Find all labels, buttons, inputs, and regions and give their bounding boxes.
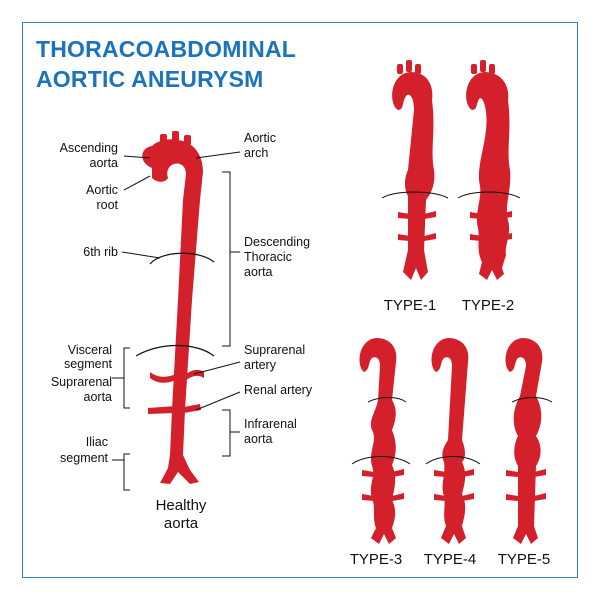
label-descending-3: aorta [244, 265, 273, 279]
label-suprarenal-artery-1: Suprarenal [244, 343, 305, 357]
type-2-label: TYPE-2 [462, 297, 515, 314]
type-labels-bottom: TYPE-3 TYPE-4 TYPE-5 [350, 551, 551, 568]
label-suprarenal-aorta-1: Suprarenal [51, 375, 112, 389]
label-aortic-arch-1: Aortic [244, 131, 276, 145]
type-3-rib-line [367, 397, 407, 403]
right-leader-lines [193, 151, 241, 457]
label-suprarenal-aorta-2: aorta [84, 390, 113, 404]
label-aortic-arch-2: arch [244, 146, 268, 160]
label-infrarenal-aorta-1: Infrarenal [244, 417, 297, 431]
label-ascending-aorta-1: Ascending [60, 141, 118, 155]
label-descending-1: Descending [244, 235, 310, 249]
aorta-type-1 [392, 60, 436, 280]
label-aortic-root-1: Aortic [86, 183, 118, 197]
type-2-rib-line [457, 191, 521, 199]
aorta-type-4 [431, 338, 474, 544]
label-iliac-segment-2: segment [60, 451, 108, 465]
label-suprarenal-artery-2: artery [244, 358, 277, 372]
sixth-rib-line [149, 252, 215, 265]
diaphragm-line [135, 344, 215, 357]
aorta-type-2 [466, 60, 512, 280]
page-title: THORACOABDOMINAL AORTIC ANEURYSM [36, 34, 356, 94]
type-5-rib-line [511, 397, 553, 403]
label-iliac-segment-1: Iliac [86, 435, 108, 449]
aorta-type-5 [505, 338, 546, 544]
type-1-label: TYPE-1 [384, 297, 437, 314]
label-visceral-segment-2: segment [64, 357, 112, 371]
title-line-2: AORTIC ANEURYSM [36, 66, 264, 92]
label-descending-2: Thoracic [244, 250, 292, 264]
label-ascending-aorta-2: aorta [90, 156, 119, 170]
healthy-aorta [142, 131, 204, 484]
label-visceral-segment-1: Visceral [68, 343, 112, 357]
label-infrarenal-aorta-2: aorta [244, 432, 273, 446]
type-4-diaphragm-line [425, 456, 481, 465]
type-4-label: TYPE-4 [424, 551, 477, 568]
right-labels: Aortic arch Descending Thoracic aorta Su… [244, 131, 313, 446]
type-5-label: TYPE-5 [498, 551, 551, 568]
healthy-caption-2: aorta [164, 515, 199, 532]
aorta-type-3 [359, 338, 404, 544]
left-leader-lines [112, 155, 161, 491]
label-sixth-rib: 6th rib [83, 245, 118, 259]
label-renal-artery: Renal artery [244, 383, 313, 397]
type-labels-top: TYPE-1 TYPE-2 [384, 297, 515, 314]
label-aortic-root-2: root [96, 198, 118, 212]
healthy-caption: Healthy aorta [156, 497, 207, 532]
title-line-1: THORACOABDOMINAL [36, 36, 297, 62]
type-1-rib-line [381, 191, 449, 199]
healthy-caption-1: Healthy [156, 497, 207, 514]
left-labels: Ascending aorta Aortic root 6th rib Visc… [51, 141, 119, 465]
type-3-diaphragm-line [351, 456, 411, 465]
type-3-label: TYPE-3 [350, 551, 403, 568]
diagram-frame [22, 22, 578, 578]
